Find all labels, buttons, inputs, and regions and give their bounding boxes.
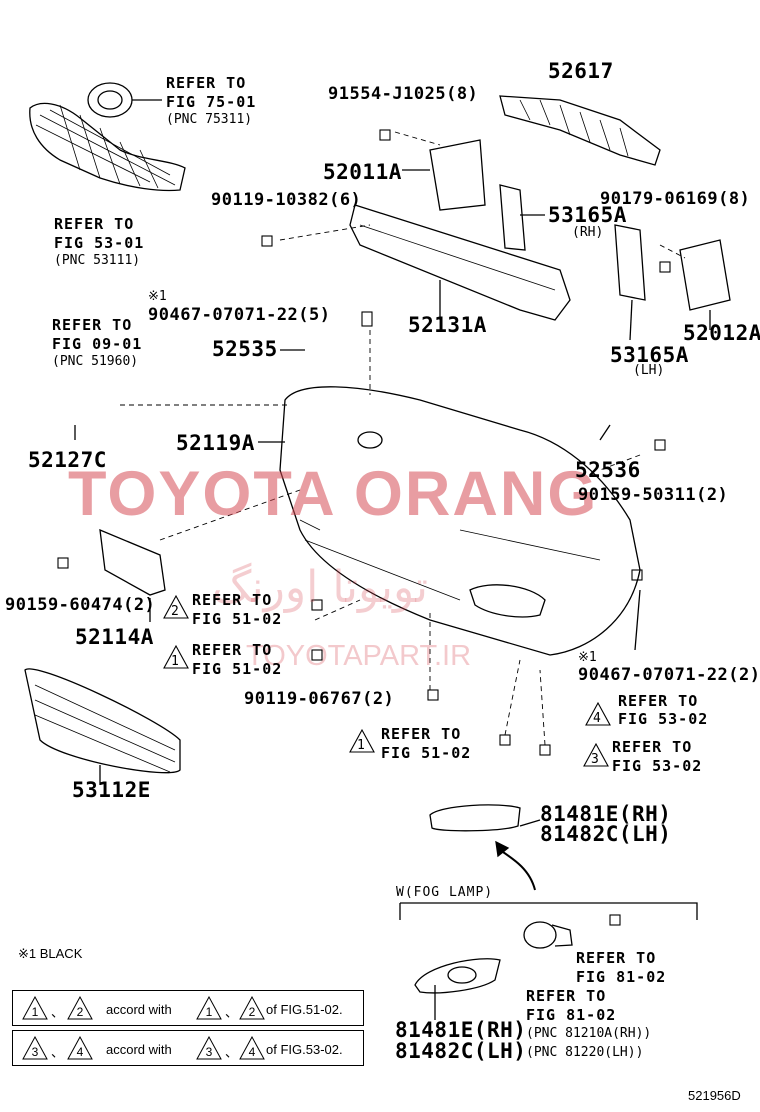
ref-fig-81-02-a[interactable]: FIG 81-02 (576, 968, 667, 986)
drawing-number: 521956D (688, 1088, 741, 1103)
ref-fig-53-02-a-label: REFER TO (618, 692, 699, 710)
ref-fig-51-02-b[interactable]: FIG 51-02 (192, 660, 283, 678)
legend-triangle-icon: 4 (67, 1036, 93, 1060)
fog-bezel-bottom-drawing (414, 958, 501, 994)
lower-grille-drawing (24, 668, 181, 774)
note-marker-3: 3 (591, 752, 599, 767)
part-81481e-top: 81481E(RH) (540, 802, 672, 826)
part-52617: 52617 (548, 59, 614, 83)
fasteners-drawing (57, 129, 671, 926)
ref-pnc-75311: (PNC 75311) (166, 112, 253, 127)
ref-fig-53-02-b[interactable]: FIG 53-02 (612, 757, 703, 775)
part-53112e: 53112E (72, 778, 151, 802)
note-marker-4: 4 (593, 711, 601, 726)
part-52011a: 52011A (323, 160, 402, 184)
legend-triangle-icon: 4 (239, 1036, 265, 1060)
black-note: ※1 BLACK (18, 946, 83, 961)
ref-fig-09-01-label: REFER TO (52, 316, 133, 334)
legend-row-2: 3 、 4 accord with 3 、 4 of FIG.53-02. (12, 1030, 364, 1066)
legend-fig-ref: of FIG.53-02. (266, 1042, 343, 1057)
part-81481e-bottom: 81481E(RH) (395, 1018, 527, 1042)
part-53165a-rh: 53165A (548, 203, 627, 227)
part-81482c-top: 81482C(LH) (540, 822, 672, 846)
part-90119-10382: 90119-10382(6) (211, 190, 362, 210)
part-52536: 52536 (575, 458, 641, 482)
ref-fig-75-01[interactable]: FIG 75-01 (166, 93, 257, 111)
legend-triangle-icon: 3 (22, 1036, 48, 1060)
note-mark-1b: ※1 (578, 650, 597, 665)
ref-fig-53-01[interactable]: FIG 53-01 (54, 234, 145, 252)
legend-triangle-icon: 1 (22, 996, 48, 1020)
part-52114a: 52114A (75, 625, 154, 649)
ref-fig-81-02-b[interactable]: FIG 81-02 (526, 1006, 617, 1024)
part-91554: 91554-J1025(8) (328, 84, 479, 104)
watermark-main: TOYOTA ORANG (68, 459, 599, 529)
legend-text: accord with (106, 1042, 172, 1057)
note-marker-2: 2 (171, 604, 179, 619)
part-52131a: 52131A (408, 313, 487, 337)
part-53165a-lh: 53165A (610, 343, 689, 367)
note-mark-1a: ※1 (148, 289, 167, 304)
watermark-farsi: تویوتا اورنگ (212, 562, 428, 613)
ref-fig-53-02-a[interactable]: FIG 53-02 (618, 710, 709, 728)
ref-fig-51-02-a[interactable]: FIG 51-02 (192, 610, 283, 628)
ref-fig-51-02-b-label: REFER TO (192, 641, 273, 659)
legend-triangle-icon: 2 (67, 996, 93, 1020)
ref-fig-09-01[interactable]: FIG 09-01 (52, 335, 143, 353)
note-marker-1a: 1 (171, 654, 179, 669)
part-52119a: 52119A (176, 431, 255, 455)
legend-triangle-icon: 3 (196, 1036, 222, 1060)
reinforcement-drawing (349, 204, 571, 321)
part-90159-60474: 90159-60474(2) (5, 595, 156, 615)
note-triangles (163, 594, 611, 767)
ref-fig-53-01-label: REFER TO (54, 215, 135, 233)
fog-lamp-label: W(FOG LAMP) (396, 885, 494, 900)
ref-fig-51-02-c[interactable]: FIG 51-02 (381, 744, 472, 762)
emblem-drawing (87, 82, 162, 118)
ref-pnc-51960: (PNC 51960) (52, 354, 139, 369)
ref-fig-81-02-a-label: REFER TO (576, 949, 657, 967)
note-marker-1b: 1 (357, 738, 365, 753)
legend-row-1: 1 、 2 accord with 1 、 2 of FIG.51-02. (12, 990, 364, 1026)
part-90119-06767: 90119-06767(2) (244, 689, 395, 709)
legend-text: accord with (106, 1002, 172, 1017)
part-90179: 90179-06169(8) (600, 189, 751, 209)
part-52012a: 52012A (683, 321, 760, 345)
part-81482c-bottom: 81482C(LH) (395, 1039, 527, 1063)
part-52535: 52535 (212, 337, 278, 361)
part-52127c: 52127C (28, 448, 107, 472)
ref-fig-81-02-b-label: REFER TO (526, 987, 607, 1005)
legend-triangle-icon: 1 (196, 996, 222, 1020)
upper-grille-drawing (29, 102, 186, 192)
part-90159-50311: 90159-50311(2) (578, 485, 729, 505)
ref-fig-75-01-label: REFER TO (166, 74, 247, 92)
ref-pnc-53111: (PNC 53111) (54, 253, 141, 268)
part-90467-a: 90467-07071-22(5) (148, 305, 331, 325)
lh-label: (LH) (633, 363, 665, 378)
rh-label: (RH) (572, 225, 604, 240)
bracket-52617-drawing (499, 95, 661, 166)
watermark-url: TOYOTAPART.IR (246, 640, 472, 672)
ref-pnc-81210a: (PNC 81210A(RH)) (526, 1026, 652, 1041)
ref-pnc-81220: (PNC 81220(LH)) (526, 1045, 644, 1060)
legend-fig-ref: of FIG.51-02. (266, 1002, 343, 1017)
ref-fig-51-02-c-label: REFER TO (381, 725, 462, 743)
fog-bezel-top-drawing (429, 804, 521, 832)
legend-triangle-icon: 2 (239, 996, 265, 1020)
ref-fig-51-02-a-label: REFER TO (192, 591, 273, 609)
part-90467-b: 90467-07071-22(2) (578, 665, 760, 685)
ref-fig-53-02-b-label: REFER TO (612, 738, 693, 756)
